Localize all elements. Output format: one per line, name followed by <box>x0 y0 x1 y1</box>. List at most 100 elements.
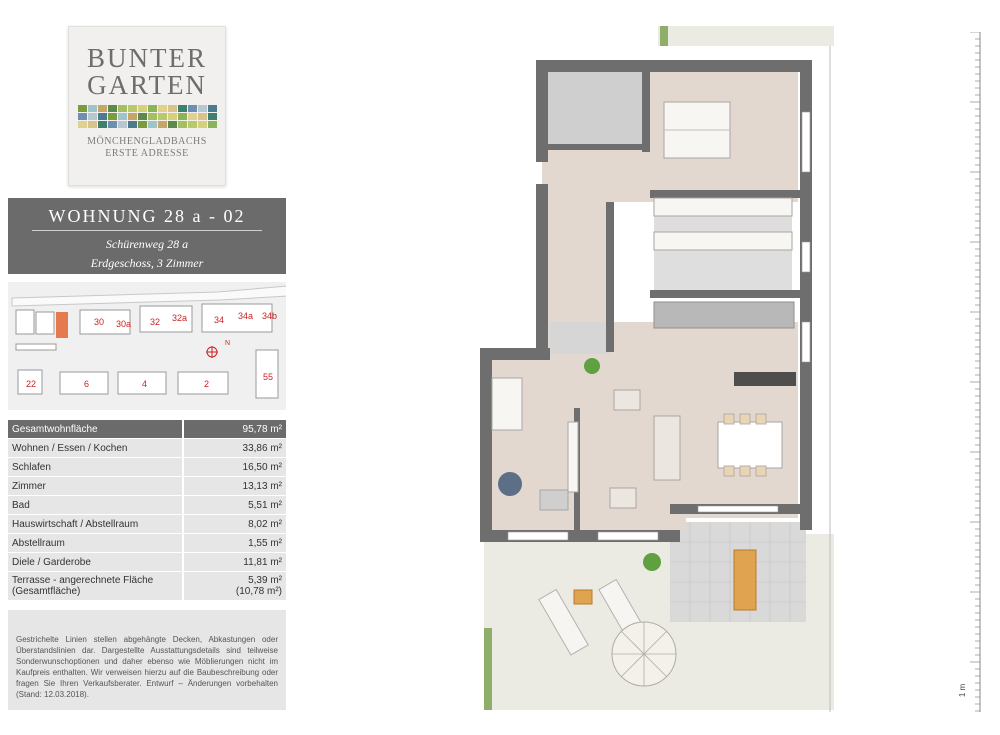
mosaic-tile <box>177 105 187 112</box>
mosaic-tile <box>207 105 217 112</box>
mosaic-tile <box>137 105 147 112</box>
building-number: 30a <box>116 319 131 329</box>
mosaic-tile <box>117 105 127 112</box>
terrace-table <box>733 549 757 611</box>
mosaic-tile <box>197 105 207 112</box>
area-label: Diele / Garderobe <box>8 552 183 572</box>
area-value: 13,13 m² <box>182 476 286 496</box>
mosaic-tile <box>87 121 97 128</box>
area-value: 1,55 m² <box>182 533 286 553</box>
mosaic-tile <box>197 113 207 120</box>
unit-address: Schürenweg 28 a <box>105 237 189 251</box>
mosaic-tile <box>117 121 127 128</box>
mosaic-tile <box>127 113 137 120</box>
svg-text:N: N <box>225 340 230 347</box>
area-row: Diele / Garderobe 11,81 m² <box>8 552 286 572</box>
scale-ruler <box>962 31 986 712</box>
logo-subline-2: ERSTE ADRESSE <box>105 148 189 159</box>
mosaic-tile <box>147 121 157 128</box>
area-value: 5,51 m² <box>182 495 286 515</box>
area-row: Wohnen / Essen / Kochen 33,86 m² <box>8 438 286 458</box>
area-label: Hauswirtschaft / Abstellraum <box>8 514 183 534</box>
brand-logo: BUNTER GARTEN MÖNCHENGLADBACHS ERSTE ADR… <box>68 26 226 186</box>
terrace-row: Terrasse - angerechnete Fläche (Gesamtfl… <box>8 571 286 601</box>
area-label: Gesamtwohnfläche <box>8 420 183 439</box>
mosaic-tile <box>97 105 107 112</box>
mosaic-tile <box>147 113 157 120</box>
mosaic-tile <box>107 121 117 128</box>
logo-line-2: GARTEN <box>87 70 207 100</box>
area-row: Hauswirtschaft / Abstellraum 8,02 m² <box>8 514 286 534</box>
floor-plan <box>478 22 838 717</box>
mosaic-tile <box>117 113 127 120</box>
mosaic-tile <box>77 105 87 112</box>
mosaic-tile <box>87 105 97 112</box>
mosaic-tile <box>167 113 177 120</box>
building-number: 34 <box>214 315 224 325</box>
kitchen-counter <box>653 301 795 329</box>
mosaic-tile <box>177 121 187 128</box>
highlighted-building <box>56 312 68 338</box>
mosaic-tile <box>167 121 177 128</box>
mosaic-tile <box>187 121 197 128</box>
unit-floor: Erdgeschoss, 3 Zimmer <box>90 256 204 270</box>
mosaic-tile <box>127 121 137 128</box>
area-label: Bad <box>8 495 183 515</box>
mosaic-tile <box>207 121 217 128</box>
mosaic-tile <box>187 113 197 120</box>
mosaic-tile <box>127 105 137 112</box>
terrace-value: 5,39 m² <box>248 575 282 586</box>
parasol <box>611 621 677 687</box>
scale-label: 1 m <box>958 683 968 698</box>
mosaic-tile <box>137 113 147 120</box>
area-label: Schlafen <box>8 457 183 477</box>
mosaic-tile <box>177 113 187 120</box>
terrace-label: Terrasse - angerechnete Fläche <box>12 575 154 586</box>
mosaic-tile <box>137 121 147 128</box>
mosaic-tile <box>157 105 167 112</box>
building-number: 22 <box>26 379 36 389</box>
area-table: Gesamtwohnfläche 95,78 m² Wohnen / Essen… <box>8 420 286 601</box>
area-value: 33,86 m² <box>182 438 286 458</box>
building-number: 6 <box>84 379 89 389</box>
total-area-row: Gesamtwohnfläche 95,78 m² <box>8 420 286 439</box>
area-value: 8,02 m² <box>182 514 286 534</box>
logo-mosaic <box>69 105 225 128</box>
building-number: 55 <box>263 372 273 382</box>
header-divider <box>32 230 262 231</box>
building-number: 34a <box>238 311 253 321</box>
mosaic-tile <box>167 105 177 112</box>
mosaic-tile <box>77 121 87 128</box>
disclaimer-box: Gestrichelte Linien stellen abgehängte D… <box>8 610 286 710</box>
area-label: Zimmer <box>8 476 183 496</box>
mosaic-tile <box>157 121 167 128</box>
unit-header: WOHNUNG 28 a - 02 Schürenweg 28 a Erdges… <box>8 198 286 274</box>
mosaic-tile <box>207 113 217 120</box>
building-number: 32 <box>150 317 160 327</box>
area-row: Schlafen 16,50 m² <box>8 457 286 477</box>
building-number: 2 <box>204 379 209 389</box>
area-row: Zimmer 13,13 m² <box>8 476 286 496</box>
mosaic-tile <box>157 113 167 120</box>
mosaic-tile <box>97 121 107 128</box>
area-value: 16,50 m² <box>182 457 286 477</box>
logo-subline-1: MÖNCHENGLADBACHS <box>87 136 207 147</box>
mosaic-tile <box>77 113 87 120</box>
area-label: Wohnen / Essen / Kochen <box>8 438 183 458</box>
area-value: 95,78 m² <box>182 420 286 439</box>
logo-line-1: BUNTER <box>87 43 207 73</box>
sofa <box>653 415 681 481</box>
terrace-value-note: (10,78 m²) <box>235 586 282 597</box>
building-number: 4 <box>142 379 147 389</box>
area-row: Abstellraum 1,55 m² <box>8 533 286 553</box>
area-value: 11,81 m² <box>182 552 286 572</box>
mosaic-tile <box>97 113 107 120</box>
area-label: Abstellraum <box>8 533 183 553</box>
mosaic-tile <box>87 113 97 120</box>
disclaimer-text: Gestrichelte Linien stellen abgehängte D… <box>16 635 278 699</box>
dining-table <box>717 421 783 469</box>
mosaic-tile <box>107 105 117 112</box>
mosaic-tile <box>107 113 117 120</box>
building-number: 30 <box>94 317 104 327</box>
